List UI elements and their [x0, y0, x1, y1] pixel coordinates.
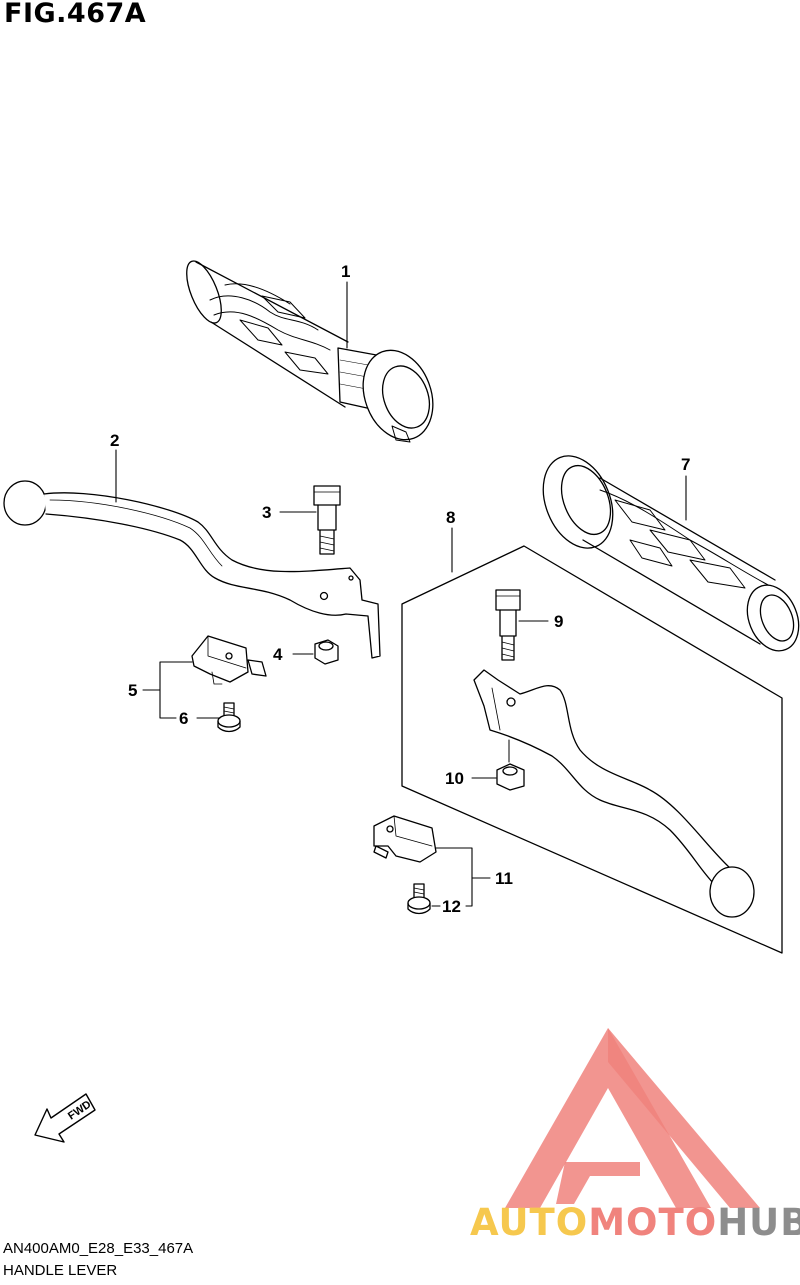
nut-right [496, 763, 525, 791]
left-grip [186, 260, 434, 443]
brand-moto: MOTO [588, 1201, 718, 1244]
callout-9: 9 [554, 612, 563, 631]
figure-caption: HANDLE LEVER [3, 1262, 118, 1279]
model-code: AN400AM0_E28_E33_467A [3, 1240, 194, 1257]
callout-5: 5 [128, 681, 137, 700]
screw-right [407, 883, 431, 915]
callout-6: 6 [179, 709, 188, 728]
figure-title: FIG.467A [4, 0, 147, 29]
callout-4: 4 [273, 645, 283, 664]
pivot-bolt-left [313, 485, 341, 555]
brand-hub: HUB [717, 1201, 800, 1244]
brake-switch-right [373, 815, 437, 863]
watermark-brand: AUTOMOTOHUB [470, 1201, 800, 1244]
callout-11: 11 [495, 869, 513, 888]
callout-1: 1 [341, 262, 350, 281]
callout-3: 3 [262, 503, 271, 522]
callout-labels: 1 2 3 4 5 6 7 8 9 10 11 12 [110, 262, 690, 916]
leader-lines [115, 281, 687, 907]
nut-left [314, 639, 339, 665]
callout-10: 10 [445, 769, 464, 788]
watermark-logo [505, 1028, 760, 1208]
kit-outline-box [401, 545, 783, 954]
callout-2: 2 [110, 431, 119, 450]
callout-7: 7 [681, 455, 690, 474]
fwd-arrow-icon: FWD [34, 1093, 96, 1143]
left-lever [3, 480, 381, 659]
screw-left [217, 702, 241, 733]
pivot-bolt-right [495, 589, 521, 661]
brand-auto: AUTO [470, 1201, 589, 1244]
callout-8: 8 [446, 508, 455, 527]
brake-switch-left [191, 635, 267, 685]
right-grip [542, 455, 800, 652]
callout-12: 12 [442, 897, 461, 916]
right-lever [473, 669, 755, 918]
